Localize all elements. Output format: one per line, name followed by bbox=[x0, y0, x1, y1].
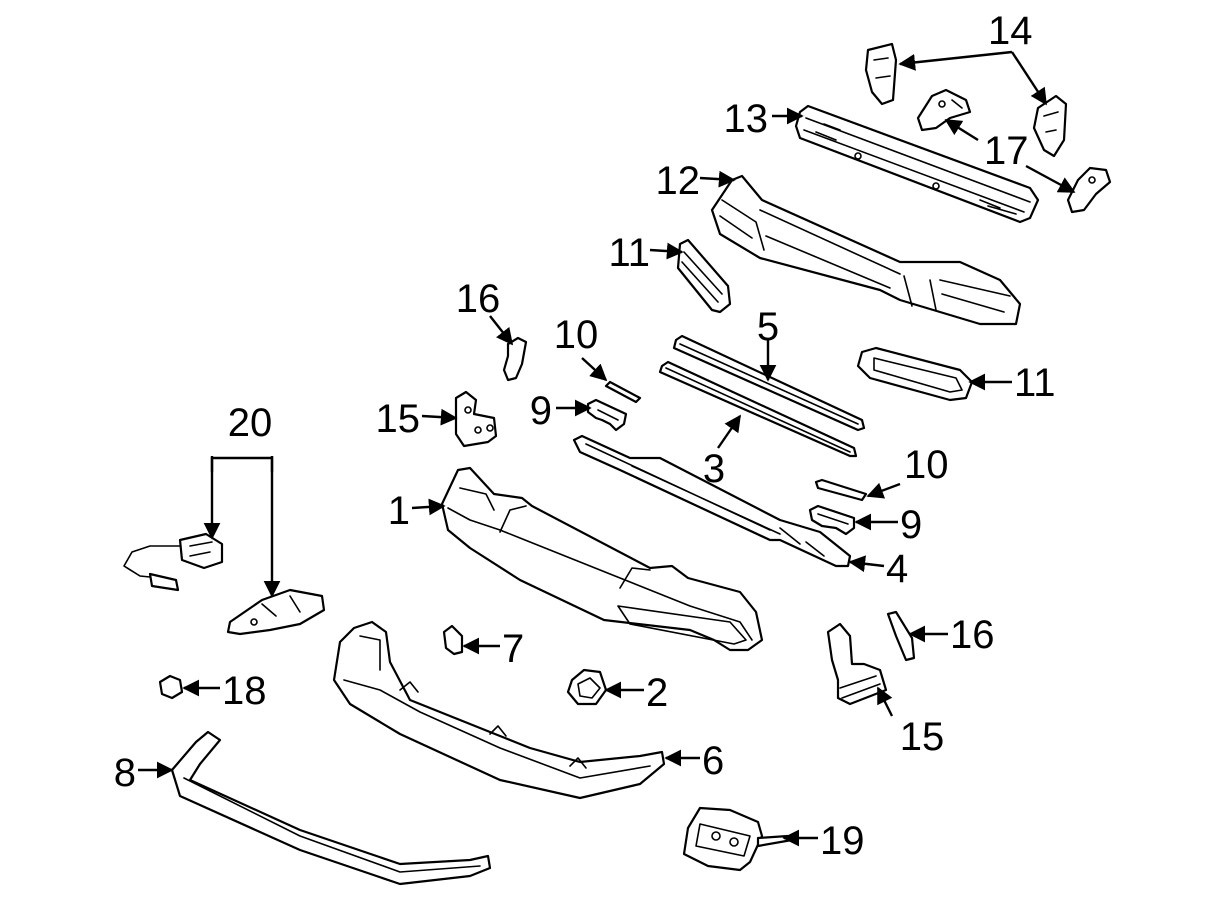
callout-11b: 11 bbox=[1014, 361, 1056, 405]
part-18-clip bbox=[158, 674, 184, 700]
callout-15b: 15 bbox=[900, 715, 945, 759]
part-3-molding bbox=[658, 360, 858, 458]
part-16-clip-right bbox=[886, 610, 916, 662]
part-2-emblem bbox=[566, 668, 608, 706]
callout-5: 5 bbox=[757, 305, 779, 349]
callout-10b: 10 bbox=[904, 443, 949, 487]
part-14-bracket-left bbox=[864, 42, 898, 106]
callout-8: 8 bbox=[114, 751, 136, 795]
callout-12: 12 bbox=[656, 159, 701, 203]
callout-14: 14 bbox=[988, 9, 1033, 53]
part-15-bracket-left bbox=[454, 390, 498, 448]
part-8-strip bbox=[170, 730, 492, 886]
part-17-bracket-lower bbox=[1066, 166, 1112, 214]
part-19-bracket bbox=[682, 806, 794, 872]
callout-15a: 15 bbox=[376, 397, 421, 441]
part-10-strip-left bbox=[604, 380, 642, 404]
callout-2: 2 bbox=[646, 671, 668, 715]
callout-1: 1 bbox=[388, 489, 410, 533]
part-6-valance bbox=[332, 620, 666, 800]
part-13-reinforcement bbox=[794, 104, 1040, 224]
part-17-bracket-upper bbox=[916, 88, 972, 132]
leader-lines bbox=[138, 50, 1076, 847]
callout-17: 17 bbox=[984, 129, 1029, 173]
part-15-bracket-right bbox=[826, 622, 888, 706]
callout-9a: 9 bbox=[530, 389, 552, 433]
part-20-connector bbox=[226, 588, 326, 636]
part-9-bracket-right bbox=[808, 504, 856, 536]
part-9-bracket-left bbox=[586, 398, 628, 432]
part-12-absorber bbox=[710, 174, 1022, 326]
part-7-trim bbox=[442, 624, 464, 656]
callout-4: 4 bbox=[886, 547, 908, 591]
part-10-strip-right bbox=[814, 478, 868, 502]
callout-20: 20 bbox=[228, 401, 273, 445]
callout-18: 18 bbox=[222, 669, 267, 713]
callout-19: 19 bbox=[820, 819, 865, 863]
callout-6: 6 bbox=[702, 739, 724, 783]
callout-16b: 16 bbox=[950, 613, 995, 657]
part-20-sensor bbox=[123, 532, 224, 592]
part-5-molding bbox=[672, 334, 866, 432]
part-1-bumper-cover bbox=[440, 466, 764, 652]
callout-7: 7 bbox=[502, 627, 524, 671]
callout-10a: 10 bbox=[554, 313, 599, 357]
part-16-clip-left bbox=[502, 336, 528, 382]
callout-9b: 9 bbox=[900, 503, 922, 547]
callout-3: 3 bbox=[703, 447, 725, 491]
callout-13: 13 bbox=[724, 97, 769, 141]
part-11-insert-lower bbox=[856, 346, 974, 402]
callout-16a: 16 bbox=[456, 277, 501, 321]
callout-11a: 11 bbox=[608, 231, 650, 275]
callout-labels: 14 13 17 12 11 16 5 10 11 20 9 15 3 10 1… bbox=[114, 9, 1056, 863]
part-14-bracket-right bbox=[1032, 94, 1068, 158]
part-11-insert-upper bbox=[676, 238, 732, 314]
